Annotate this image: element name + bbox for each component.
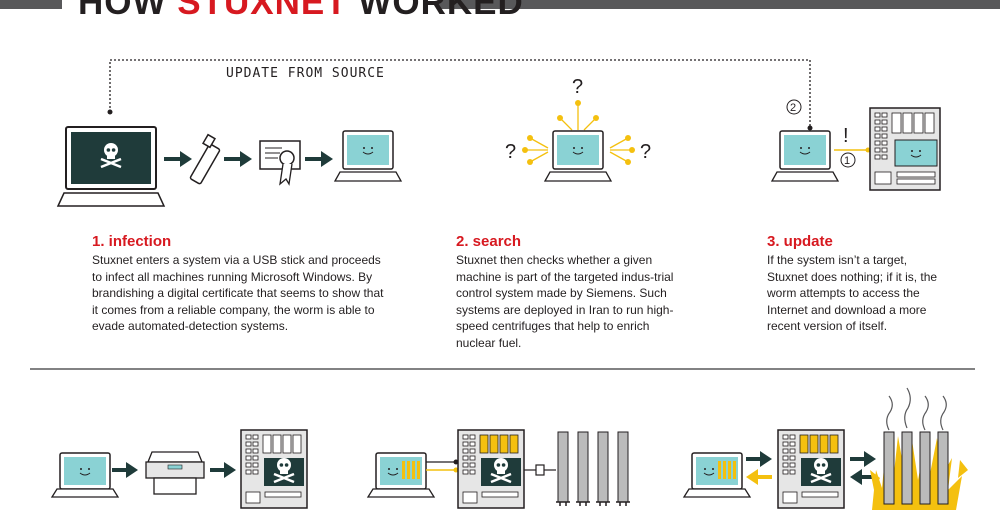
question-mark-left: ?: [505, 141, 516, 163]
step-update: 3. update If the system isn’t a target, …: [767, 233, 949, 335]
step-heading: 1. infection: [92, 233, 172, 250]
marker-one: 1: [844, 155, 850, 167]
marker-two-circle: [786, 99, 802, 115]
infected-plc-icon: [457, 429, 525, 509]
laptop-icon: [770, 130, 840, 182]
update-line-start-dot: [107, 109, 113, 115]
search-ray-dots: [522, 100, 635, 165]
step-body: Stuxnet then checks whether a given mach…: [456, 253, 674, 350]
arrow-icon: [224, 151, 252, 167]
title-bar: [0, 0, 1000, 14]
arrow-icon: [305, 151, 333, 167]
title-highlight: STUXNET: [177, 0, 348, 22]
laptop-icon: [682, 452, 752, 498]
title-suffix: WORKED: [347, 0, 524, 22]
centrifuge-icon: [557, 431, 629, 503]
marker-two: 2: [790, 102, 796, 114]
smoke-icon: [886, 387, 947, 431]
laptop-icon: [543, 130, 613, 182]
question-mark-top: ?: [572, 76, 583, 98]
infected-plc-icon: [240, 429, 308, 509]
arrow-icon: [164, 151, 192, 167]
infected-laptop-icon: [56, 126, 166, 207]
plc-controller-icon: [869, 107, 941, 191]
arrow-icon: [746, 451, 772, 467]
title-bar-left: [0, 0, 62, 9]
step-infection: 1. infection Stuxnet enters a system via…: [92, 233, 392, 335]
usb-stick-icon: [189, 133, 221, 185]
search-rays: [525, 103, 632, 163]
arrow-icon: [746, 469, 772, 485]
exclamation-mark: !: [843, 125, 849, 147]
page-title: HOW STUXNET WORKED: [78, 0, 524, 22]
step-heading: 3. update: [767, 233, 833, 250]
question-mark-right: ?: [640, 141, 651, 163]
arrow-icon: [210, 462, 236, 478]
title-bar-right: [438, 0, 1000, 9]
step-body: Stuxnet enters a system via a USB stick …: [92, 253, 384, 333]
update-dotted-line: [109, 59, 811, 128]
step-body: If the system isn’t a target, Stuxnet do…: [767, 253, 938, 333]
laptop-icon: [50, 452, 120, 498]
arrow-icon: [850, 451, 876, 467]
update-from-source-label: UPDATE FROM SOURCE: [226, 66, 385, 81]
marker-one-circle: [840, 152, 856, 168]
arrow-icon: [112, 462, 138, 478]
infected-plc-icon: [777, 429, 845, 509]
laptop-icon: [333, 130, 403, 182]
step-heading: 2. search: [456, 233, 522, 250]
update-line-end-dot: [807, 125, 813, 131]
laptop-icon: [366, 452, 436, 498]
printer-icon: [145, 451, 205, 495]
certificate-icon: [259, 140, 301, 186]
burning-centrifuge-icon: [883, 431, 949, 505]
arrow-icon: [850, 469, 876, 485]
step-search: 2. search Stuxnet then checks whether a …: [456, 233, 684, 351]
title-prefix: HOW: [78, 0, 178, 22]
